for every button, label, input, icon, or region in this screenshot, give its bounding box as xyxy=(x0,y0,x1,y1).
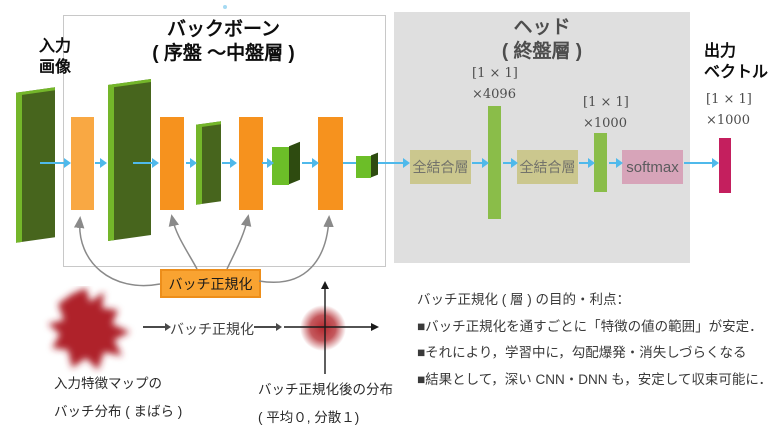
fc-layer-1: 全結合層 xyxy=(410,150,471,184)
input-feature-map xyxy=(16,87,55,243)
fc-layer-1-label: 全結合層 xyxy=(412,159,469,175)
fc1-size-line2: ×4096 xyxy=(472,87,516,102)
output-vector-bar xyxy=(719,138,731,193)
benefits-notes: バッチ正規化 ( 層 ) の目的・利点： ■バッチ正規化を通すごとに「特徴の値の… xyxy=(417,287,772,393)
backbone-title-line1: バックボーン xyxy=(166,19,281,40)
benefits-title: バッチ正規化 ( 層 ) の目的・利点： xyxy=(417,292,630,307)
conv-layer-4 xyxy=(318,117,343,210)
softmax-label: softmax xyxy=(626,158,679,176)
feature-map-5 xyxy=(356,156,371,178)
head-title-line1: ヘッド xyxy=(513,17,571,38)
benefit-item-1: ■バッチ正規化を通すごとに「特徴の値の範囲」が安定． xyxy=(417,318,763,334)
fc-vector-1000 xyxy=(594,133,607,192)
mini-flow-arrow-right xyxy=(254,323,282,331)
output-size-line2: ×1000 xyxy=(706,113,750,128)
flow-arrow-2 xyxy=(95,158,107,168)
fc1-size-line1: [1 × 1] xyxy=(472,66,518,81)
feature-map-4-side xyxy=(289,141,300,185)
flow-arrow-14 xyxy=(684,158,719,168)
axes-caption: バッチ正規化後の分布 ( 平均０, 分散１) xyxy=(258,376,393,432)
output-label-line1: 出力 xyxy=(704,43,737,60)
fc-vector-4096 xyxy=(488,106,501,219)
fc-layer-2: 全結合層 xyxy=(517,150,578,184)
input-label: 入力 画像 xyxy=(30,36,80,78)
benefit-item-3: ■結果として，深い CNN・DNN も，安定して収束可能に． xyxy=(417,371,772,387)
blob-caption-line2: バッチ分布 ( まばら ) xyxy=(54,404,183,419)
output-label-line2: ベクトル xyxy=(704,64,769,81)
flow-arrow-1 xyxy=(40,158,71,168)
feature-map-5-side xyxy=(371,152,378,178)
flow-arrow-7 xyxy=(302,158,319,168)
head-title: ヘッド ( 終盤層 ) xyxy=(394,16,690,64)
output-label: 出力 ベクトル xyxy=(704,41,768,83)
backbone-title: バックボーン ( 序盤 〜中盤層 ) xyxy=(63,18,384,66)
fc2-size-line1: [1 × 1] xyxy=(583,95,629,110)
softmax-layer: softmax xyxy=(622,150,683,184)
backbone-title-line2: ( 序盤 〜中盤層 ) xyxy=(152,43,295,64)
output-size-label: [1 × 1] ×1000 xyxy=(706,89,752,131)
flow-line-8 xyxy=(343,162,356,164)
stray-dot xyxy=(223,5,227,9)
output-size-line1: [1 × 1] xyxy=(706,92,752,107)
flow-arrow-5 xyxy=(222,158,237,168)
benefit-item-2: ■それにより，学習中に，勾配爆発・消失しづらくなる xyxy=(417,345,747,360)
flow-arrow-9 xyxy=(378,158,410,168)
feature-map-4 xyxy=(272,147,289,185)
batch-norm-box: バッチ正規化 xyxy=(160,269,261,298)
conv-layer-3 xyxy=(239,117,263,210)
fc1-size-label: [1 × 1] ×4096 xyxy=(472,63,518,105)
flow-arrow-10 xyxy=(472,158,489,168)
conv-layer-2 xyxy=(160,117,184,210)
flow-arrow-3 xyxy=(133,158,159,168)
flow-arrow-12 xyxy=(579,158,595,168)
blob-caption: 入力特徴マップの バッチ分布 ( まばら ) xyxy=(54,370,182,426)
fc2-size-label: [1 × 1] ×1000 xyxy=(583,92,629,134)
flow-arrow-4 xyxy=(186,158,197,168)
fc2-size-line2: ×1000 xyxy=(583,116,627,131)
axes-caption-line2: ( 平均０, 分散１) xyxy=(258,410,360,425)
feature-map-3 xyxy=(196,121,221,205)
axes-caption-line1: バッチ正規化後の分布 xyxy=(258,382,393,397)
flow-arrow-13 xyxy=(609,158,623,168)
flow-arrow-11 xyxy=(503,158,518,168)
mini-flow-label: バッチ正規化 xyxy=(170,321,254,337)
normalized-distribution-axes xyxy=(284,281,379,374)
mini-flow-arrow-left xyxy=(143,323,171,331)
batch-norm-box-label: バッチ正規化 xyxy=(168,275,253,292)
blob-caption-line1: 入力特徴マップの xyxy=(54,376,162,391)
fc-layer-2-label: 全結合層 xyxy=(519,159,576,175)
input-label-line1: 入力 xyxy=(38,38,71,55)
head-region-box xyxy=(394,12,690,263)
sparse-distribution-blob xyxy=(48,288,130,370)
head-title-line2: ( 終盤層 ) xyxy=(501,41,583,62)
conv-layer-1 xyxy=(71,117,94,210)
flow-arrow-6 xyxy=(262,158,274,168)
input-label-line2: 画像 xyxy=(38,59,71,76)
feature-map-2 xyxy=(108,78,151,242)
